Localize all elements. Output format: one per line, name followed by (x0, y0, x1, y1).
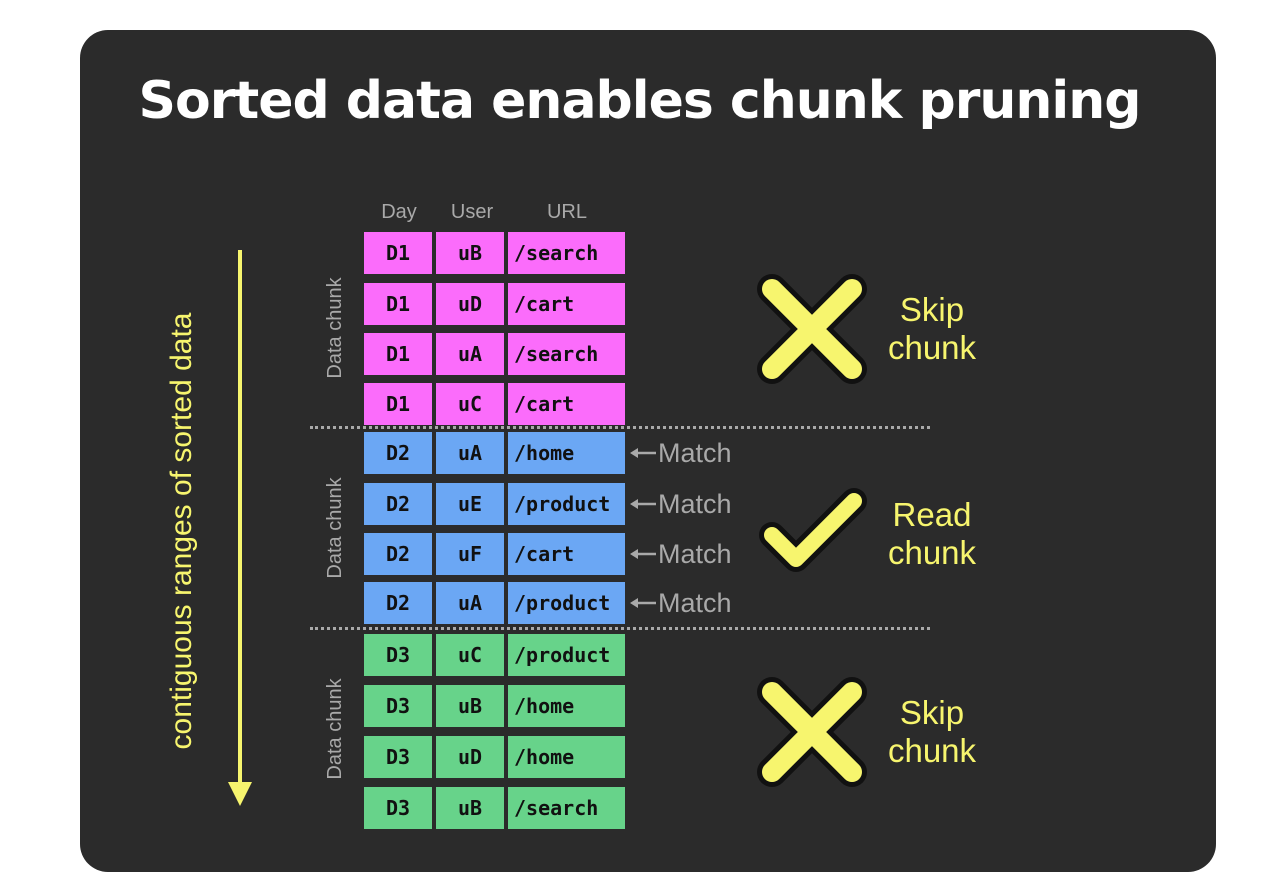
cell-url: /cart (508, 383, 625, 425)
cell-day: D3 (364, 787, 432, 829)
chunk-label-3: Data chunk (324, 678, 346, 780)
cell-url: /home (508, 736, 625, 778)
left-arrow-icon (630, 499, 656, 509)
cell-user: uF (436, 533, 504, 575)
cell-user: uA (436, 333, 504, 375)
cell-user: uD (436, 283, 504, 325)
chunk-action-2: Read chunk (862, 496, 1002, 572)
match-label: Match (658, 588, 732, 618)
x-icon (757, 274, 867, 384)
cell-day: D3 (364, 736, 432, 778)
action-line: Read (892, 496, 972, 533)
side-label: contiguous ranges of sorted data (165, 312, 198, 750)
cell-user: uA (436, 432, 504, 474)
column-header-day: Day (381, 201, 417, 223)
chunk-label-1: Data chunk (324, 277, 346, 379)
column-header-url: URL (546, 201, 587, 223)
action-line: chunk (887, 329, 977, 366)
cell-url: /home (508, 685, 625, 727)
chunk-action-1: Skip chunk (862, 291, 1002, 367)
cell-url: /cart (508, 283, 625, 325)
chunk-action-3: Skip chunk (862, 694, 1002, 770)
cell-user: uB (436, 685, 504, 727)
cell-day: D1 (364, 283, 432, 325)
cell-url: /home (508, 432, 625, 474)
action-line: Skip (899, 291, 965, 328)
chunk-divider (310, 426, 930, 429)
cell-user: uB (436, 232, 504, 274)
cell-url: /product (508, 582, 625, 624)
cell-url: /search (508, 232, 625, 274)
cell-day: D2 (364, 533, 432, 575)
cell-user: uB (436, 787, 504, 829)
cell-url: /search (508, 787, 625, 829)
match-indicator: Match (630, 489, 732, 519)
left-arrow-icon (630, 549, 656, 559)
cell-day: D3 (364, 685, 432, 727)
cell-day: D2 (364, 432, 432, 474)
action-line: Skip (899, 694, 965, 731)
match-indicator: Match (630, 438, 732, 468)
cell-day: D1 (364, 232, 432, 274)
cell-day: D2 (364, 483, 432, 525)
chunk-label-2: Data chunk (324, 477, 346, 579)
cell-day: D1 (364, 383, 432, 425)
left-arrow-icon (630, 598, 656, 608)
left-arrow-icon (630, 448, 656, 458)
cell-url: /product (508, 483, 625, 525)
cell-url: /search (508, 333, 625, 375)
check-icon (759, 488, 867, 572)
down-arrow-icon (228, 250, 252, 806)
cell-user: uD (436, 736, 504, 778)
action-line: chunk (887, 534, 977, 571)
cell-user: uC (436, 634, 504, 676)
cell-day: D3 (364, 634, 432, 676)
match-label: Match (658, 539, 732, 569)
match-label: Match (658, 438, 732, 468)
diagram-card (80, 30, 1216, 872)
match-indicator: Match (630, 588, 732, 618)
x-icon (757, 677, 867, 787)
diagram-title: Sorted data enables chunk pruning (138, 71, 1142, 131)
action-line: chunk (887, 732, 977, 769)
cell-url: /product (508, 634, 625, 676)
cell-user: uC (436, 383, 504, 425)
cell-url: /cart (508, 533, 625, 575)
cell-user: uA (436, 582, 504, 624)
chunk-divider (310, 627, 930, 630)
column-header-user: User (450, 201, 494, 223)
match-label: Match (658, 489, 732, 519)
cell-user: uE (436, 483, 504, 525)
cell-day: D1 (364, 333, 432, 375)
match-indicator: Match (630, 539, 732, 569)
cell-day: D2 (364, 582, 432, 624)
